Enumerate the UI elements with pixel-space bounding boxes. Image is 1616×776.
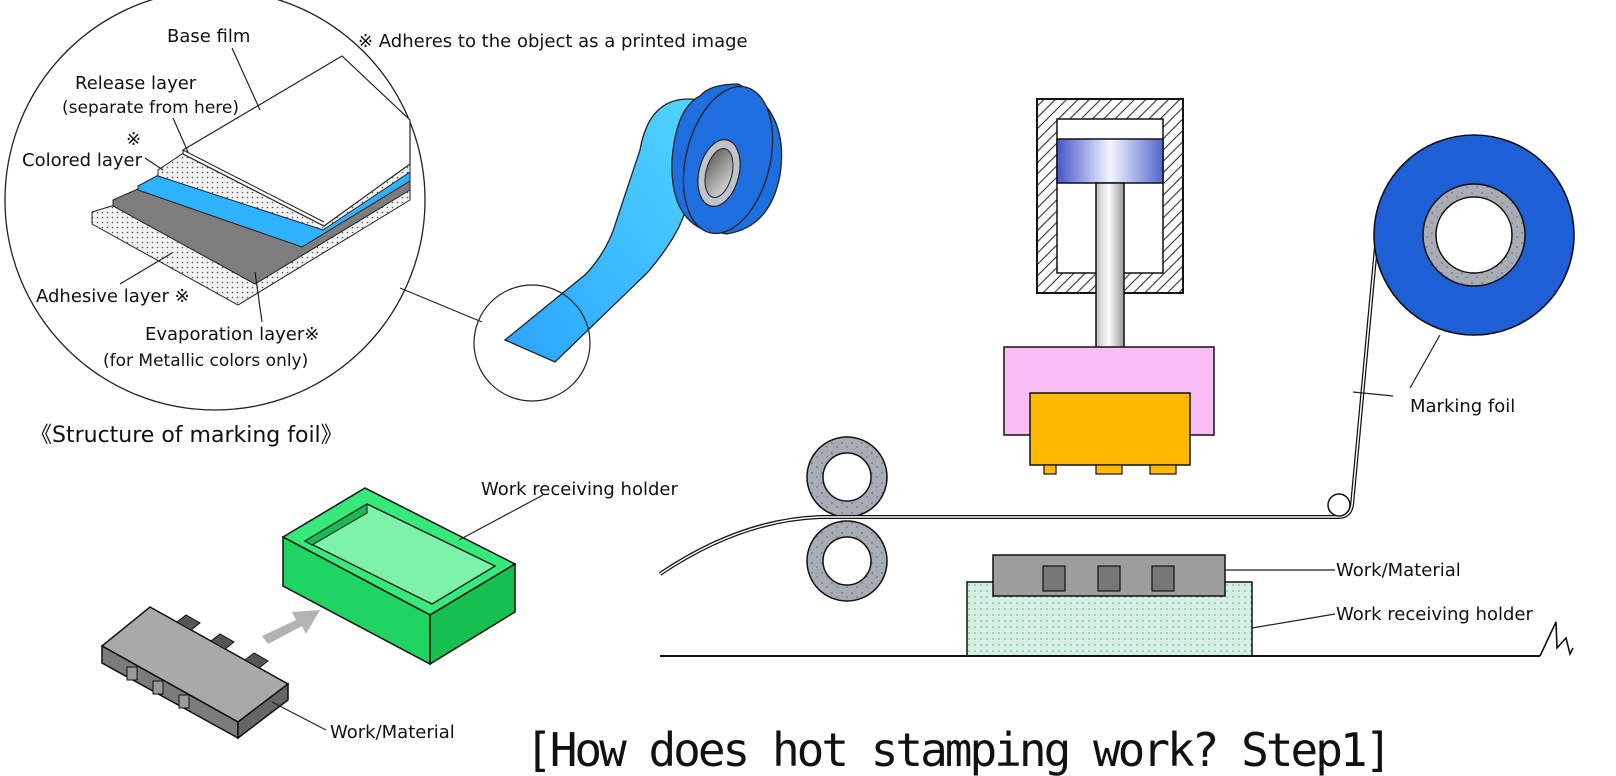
label-adhesive-layer: Adhesive layer ※ (36, 286, 190, 307)
work-notch (244, 652, 269, 669)
die-tooth (1043, 464, 1057, 475)
zoom-connector (399, 287, 483, 323)
label-evaporation-layer: Evaporation layer※ (145, 324, 319, 345)
die-tooth (1095, 464, 1123, 475)
press-piston (1056, 138, 1164, 184)
work-side (237, 682, 289, 740)
label-holder-iso: Work receiving holder (481, 479, 678, 500)
label-colored-layer: Colored layer (22, 150, 143, 171)
label-work-iso: Work/Material (330, 722, 455, 743)
label-release-note: (separate from here) (62, 98, 239, 118)
guide-rollers (806, 436, 888, 602)
work-material-iso (100, 606, 290, 740)
label-machine-holder: Work receiving holder (1336, 604, 1533, 625)
label-colored-mark: ※ (126, 129, 141, 150)
note-adheres: ※ Adheres to the object as a printed ima… (358, 31, 748, 52)
label-release-layer: Release layer (75, 73, 197, 94)
label-evaporation-note: (for Metallic colors only) (103, 351, 308, 371)
label-machine-work-material: Work/Material (1336, 560, 1461, 581)
insert-arrow-icon (262, 610, 320, 644)
idler-pulley (1327, 493, 1351, 517)
foil-roll-core-hole (704, 148, 734, 198)
diagram-title: [How does hot stamping work? Step1] (525, 723, 1389, 776)
label-marking-foil: Marking foil (1410, 396, 1515, 417)
foil-ribbon-roll (503, 83, 783, 363)
base-film-shape (182, 55, 411, 227)
foil-structure-detail: Base film Release layer (separate from h… (4, 0, 426, 411)
work-notch (210, 633, 235, 650)
zoom-circle-small (473, 284, 591, 402)
work-notch (176, 614, 201, 631)
press-rod (1095, 182, 1125, 349)
press-assembly (1003, 98, 1215, 475)
marking-foil-roll (1373, 134, 1575, 336)
label-base-film: Base film (167, 26, 250, 47)
structure-caption: 《Structure of marking foil》 (30, 423, 343, 448)
holder-side (429, 562, 516, 666)
work-receiving-holder-iso (281, 487, 517, 666)
break-symbol (1539, 621, 1574, 657)
foil-ribbon (503, 98, 713, 363)
stamping-die (1029, 392, 1191, 466)
die-tooth (1149, 464, 1177, 475)
